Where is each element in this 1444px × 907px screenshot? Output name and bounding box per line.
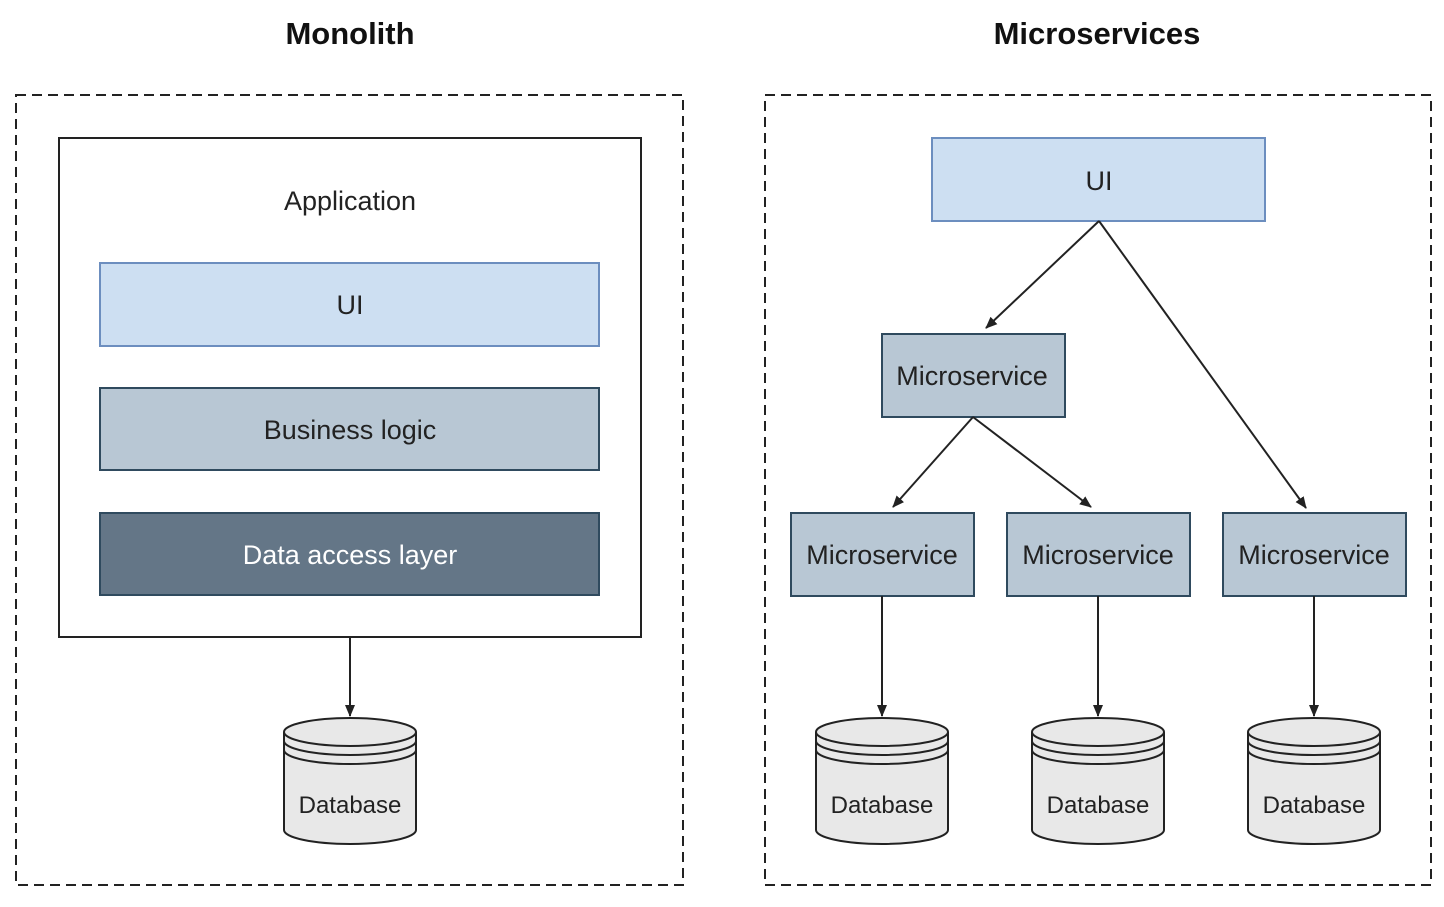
monolith-database-label: Database	[299, 792, 402, 819]
ui-to-microservice-top-arrow	[985, 220, 1100, 329]
microservice-b: Microservice	[1006, 512, 1191, 597]
microservice-a: Microservice	[790, 512, 975, 597]
microservice-b-label: Microservice	[1022, 540, 1174, 570]
microservices-ui-label: UI	[1086, 166, 1113, 196]
business-logic-layer: Business logic	[99, 387, 600, 471]
monolith-title: Monolith	[285, 16, 414, 51]
microservice-c-label: Microservice	[1238, 540, 1390, 570]
data-access-layer: Data access layer	[99, 512, 600, 596]
database-b-label: Database	[1047, 792, 1150, 819]
ui-to-microservice-c-arrow	[1098, 220, 1307, 509]
microservices-title: Microservices	[994, 16, 1201, 51]
microservice-top: Microservice	[881, 333, 1066, 418]
monolith-database: Database	[283, 717, 417, 845]
monolith-ui-layer: UI	[99, 262, 600, 347]
monolith-boundary	[15, 94, 684, 886]
data-access-label: Data access layer	[243, 540, 458, 570]
database-a: Database	[815, 717, 949, 845]
application-label: Application	[284, 186, 416, 216]
microservices-boundary	[764, 94, 1432, 886]
monolith-ui-label: UI	[337, 290, 364, 320]
top-to-microservice-b-arrow	[972, 416, 1092, 508]
top-to-microservice-a-arrow	[892, 416, 974, 508]
microservice-top-label: Microservice	[896, 361, 1048, 391]
microservice-a-label: Microservice	[806, 540, 958, 570]
database-c: Database	[1247, 717, 1381, 845]
database-a-label: Database	[831, 792, 934, 819]
microservices-ui: UI	[931, 137, 1266, 222]
business-logic-label: Business logic	[264, 415, 437, 445]
database-c-label: Database	[1263, 792, 1366, 819]
database-b: Database	[1031, 717, 1165, 845]
microservice-c: Microservice	[1222, 512, 1407, 597]
